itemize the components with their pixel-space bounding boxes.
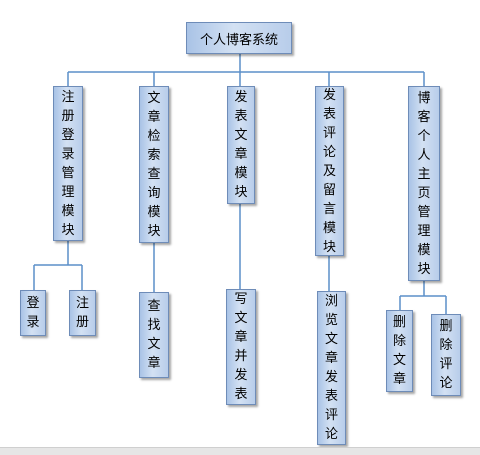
module-label: 发表评论及留言模块: [322, 87, 336, 255]
leaf-node-browse-comment: 浏览文章发表评论: [317, 291, 346, 445]
leaf-node-register: 注册: [69, 290, 96, 336]
leaf-label: 删除评论: [439, 319, 453, 391]
leaf-node-login: 登录: [20, 290, 46, 336]
module-node-registration: 注册登录管理模块: [53, 86, 83, 241]
root-label: 个人博客系统: [199, 32, 278, 48]
module-label: 文章检索查询模块: [147, 90, 161, 239]
leaf-label: 写文章并发表: [234, 292, 248, 402]
module-node-search: 文章检索查询模块: [139, 86, 169, 243]
module-label: 注册登录管理模块: [61, 89, 75, 238]
leaf-node-delete-article: 删除文章: [386, 310, 413, 392]
module-node-homepage: 博客个人主页管理模块: [408, 86, 440, 281]
root-node: 个人博客系统: [186, 22, 292, 54]
leaf-label: 注册: [75, 296, 89, 330]
leaf-node-find-article: 查找文章: [139, 292, 169, 378]
module-node-publish-article: 发表文章模块: [227, 86, 255, 204]
leaf-label: 删除文章: [392, 315, 406, 387]
leaf-node-write-article: 写文章并发表: [226, 289, 256, 405]
leaf-label: 登录: [26, 296, 40, 330]
module-label: 发表文章模块: [234, 90, 248, 200]
bottom-scroll-strip: [0, 447, 480, 455]
leaf-label: 查找文章: [147, 299, 161, 371]
leaf-label: 浏览文章发表评论: [324, 294, 338, 442]
module-node-comments: 发表评论及留言模块: [315, 86, 344, 256]
leaf-node-delete-comment: 删除评论: [431, 314, 461, 396]
module-label: 博客个人主页管理模块: [417, 90, 431, 277]
